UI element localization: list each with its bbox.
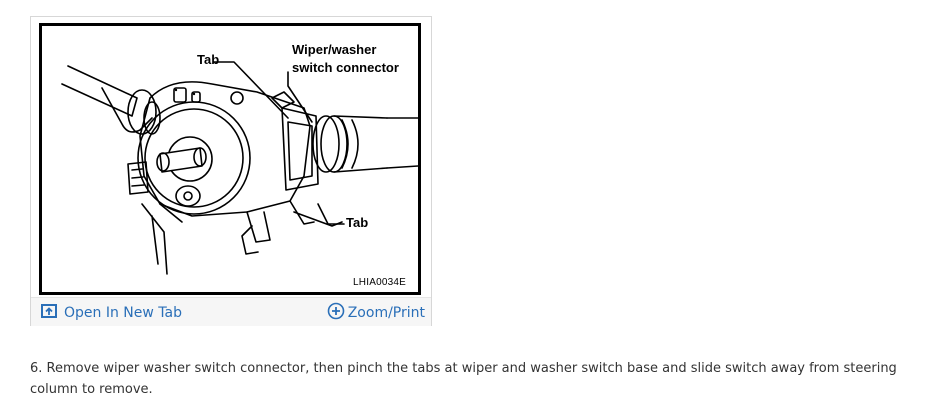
- zoom-print-label: Zoom/Print: [347, 305, 425, 321]
- figure-toolbar: Open In New Tab Zoom/Print: [31, 297, 431, 326]
- callout-wiper-washer-line2: switch connector: [292, 60, 399, 75]
- open-in-new-tab-link[interactable]: Open In New Tab: [41, 303, 182, 323]
- callout-tab-bottom: Tab: [346, 215, 369, 230]
- diagram-frame: Tab Wiper/washer switch connector Tab LH…: [39, 23, 421, 295]
- callout-wiper-washer-line1: Wiper/washer: [292, 42, 377, 57]
- figure-code: LHIA0034E: [353, 277, 406, 288]
- open-in-new-tab-label: Open In New Tab: [64, 305, 182, 321]
- callout-tab-top: Tab: [197, 52, 220, 67]
- step-instruction: 6. Remove wiper washer switch connector,…: [30, 361, 897, 397]
- figure-card: Tab Wiper/washer switch connector Tab LH…: [30, 16, 432, 326]
- switch-assembly-diagram: [61, 61, 418, 275]
- zoom-plus-icon: [327, 302, 345, 324]
- open-new-tab-icon: [41, 304, 57, 322]
- zoom-print-link[interactable]: Zoom/Print: [327, 302, 425, 324]
